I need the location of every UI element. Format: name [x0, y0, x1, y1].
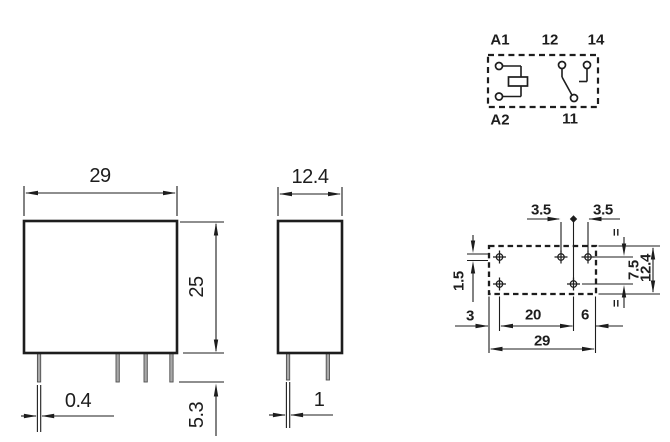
depth-label: 12.4 [637, 254, 655, 282]
drill-holes [493, 250, 595, 291]
relay-outline-bottom [487, 244, 598, 296]
depth-dimension [650, 247, 656, 293]
terminal-a1 [494, 61, 504, 71]
relay-body-front [22, 219, 179, 355]
wiring-diagram [486, 53, 600, 109]
coil-symbol [494, 61, 529, 101]
equal-bottom-label: = [608, 299, 624, 307]
row-pitch-dimension [582, 237, 660, 308]
equal-top-label: = [608, 228, 624, 236]
terminal-a2-label: A2 [490, 111, 510, 129]
terminal-12-label: 12 [541, 31, 559, 49]
bottom-width-label: 29 [533, 332, 551, 350]
hole-diameter-dimension [467, 235, 488, 302]
drill-hole-a2 [493, 277, 506, 291]
front-pin-thickness-label: 0.4 [64, 390, 92, 412]
drill-hole-14 [581, 250, 595, 264]
front-height-dimension [180, 221, 224, 354]
terminal-a2 [494, 92, 504, 101]
front-view-pins [36, 351, 174, 383]
hole-diameter-label: 1.5 [450, 271, 468, 291]
front-width-label: 29 [89, 165, 111, 187]
contact-symbol [557, 60, 592, 103]
edge-right-label: 6 [580, 306, 590, 324]
bottom-view [455, 215, 660, 353]
top-offset-dimension [527, 215, 620, 281]
edge-left-label: 3 [465, 307, 475, 325]
pitch-label: 20 [524, 306, 542, 324]
terminal-12 [557, 60, 567, 70]
side-pin-width-label: 1 [313, 389, 325, 411]
terminal-11 [569, 93, 579, 103]
front-width-dimension [23, 186, 178, 216]
side-width-label: 12.4 [291, 166, 329, 188]
terminal-11-label: 11 [562, 110, 578, 128]
side-view-pins [285, 351, 330, 381]
wiring-diagram-border [486, 53, 600, 109]
bottom-width-dimensions [455, 296, 623, 353]
front-pin-length-label: 5.3 [186, 401, 208, 429]
offset-right-label: 3.5 [593, 201, 613, 219]
drill-hole-12 [554, 250, 568, 264]
side-view [269, 187, 344, 428]
front-view [21, 186, 224, 436]
drill-hole-a1 [493, 250, 506, 264]
terminal-14 [582, 60, 592, 70]
front-pin-thickness-dimension [21, 385, 114, 432]
offset-left-label: 3.5 [531, 201, 551, 219]
side-width-dimension [277, 187, 343, 216]
terminal-a1-label: A1 [490, 31, 510, 49]
front-pin-length-dimension [179, 381, 224, 436]
side-pin-width-dimension [269, 382, 333, 428]
front-height-label: 25 [186, 276, 208, 298]
terminal-14-label: 14 [587, 31, 605, 49]
relay-body-side [276, 219, 344, 355]
